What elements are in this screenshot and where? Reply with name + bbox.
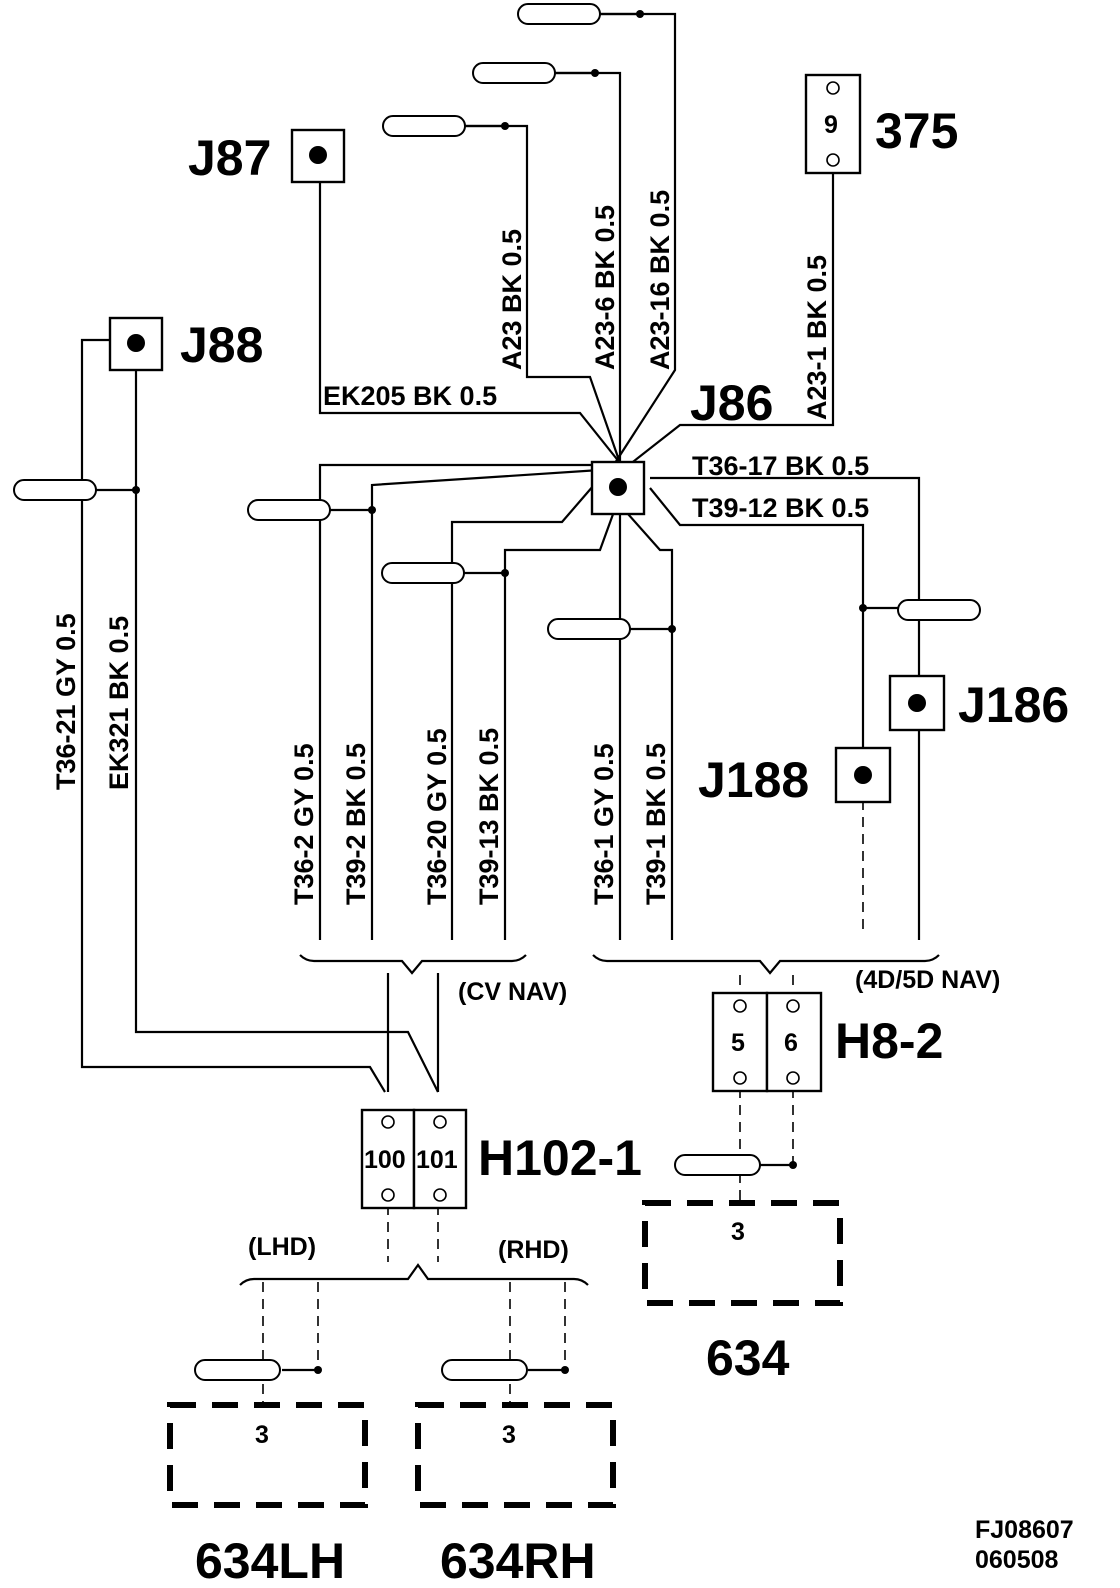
figure-ref-date: 060508 xyxy=(975,1546,1059,1574)
wires-lower xyxy=(262,1205,566,1405)
wire-a23-1 xyxy=(619,172,835,473)
wire-t39-2 xyxy=(370,468,601,940)
m634-label: 634 xyxy=(706,1330,790,1386)
m634rh-label: 634RH xyxy=(440,1533,596,1588)
ground-j88: J88 xyxy=(108,316,263,373)
note-4d5d-nav: (4D/5D NAV) xyxy=(855,966,1000,994)
wire-labels: A23 BK 0.5 A23-6 BK 0.5 A23-16 BK 0.5 A2… xyxy=(51,190,869,905)
note-cv-nav: (CV NAV) xyxy=(458,978,567,1006)
wire-label-ek205: EK205 BK 0.5 xyxy=(323,381,497,411)
wire-t39-1 xyxy=(619,504,674,940)
connector-h8-2: 5 6 H8-2 xyxy=(711,991,943,1093)
j86-label: J86 xyxy=(690,375,773,431)
ground-j188: J188 xyxy=(698,746,892,808)
wires-cv-nav xyxy=(386,973,440,1092)
j87-label: J87 xyxy=(188,130,271,186)
note-lhd: (LHD) xyxy=(248,1233,316,1261)
wire-label-t39-13: T39-13 BK 0.5 xyxy=(474,728,504,905)
brace-cv-nav xyxy=(299,954,527,975)
speaker-634: 3 634 xyxy=(642,1200,843,1386)
wire-label-t36-2: T36-2 GY 0.5 xyxy=(289,743,319,905)
m634lh-pin-label: 3 xyxy=(255,1421,269,1449)
connector-375: 9 375 xyxy=(804,73,958,175)
wire-ek205 xyxy=(318,157,621,464)
wire-label-t36-17: T36-17 BK 0.5 xyxy=(692,451,869,481)
wire-label-t39-2: T39-2 BK 0.5 xyxy=(341,743,371,905)
speaker-634rh: 3 634RH xyxy=(415,1402,616,1588)
j88-label: J88 xyxy=(180,317,263,373)
note-rhd: (RHD) xyxy=(498,1236,569,1264)
ground-j86: J86 xyxy=(590,375,773,516)
speaker-634lh: 3 634LH xyxy=(167,1402,368,1588)
wire-ek321 xyxy=(134,340,439,1093)
wire-t39-13 xyxy=(503,494,622,940)
m634lh-label: 634LH xyxy=(195,1533,345,1588)
j186-label: J186 xyxy=(958,677,1069,733)
h102-1-pin-101: 101 xyxy=(416,1146,458,1174)
wire-t36-2 xyxy=(318,463,600,940)
wire-t36-20 xyxy=(450,477,601,940)
h8-2-pin-6: 6 xyxy=(784,1029,798,1057)
brace-4d5d-nav xyxy=(592,954,940,975)
wires-upper xyxy=(318,12,921,940)
wire-label-t36-20: T36-20 GY 0.5 xyxy=(422,728,452,905)
splice-dots xyxy=(132,10,867,1374)
figure-ref-code: FJ08607 xyxy=(975,1516,1074,1544)
j188-label: J188 xyxy=(698,752,809,808)
h8-2-label: H8-2 xyxy=(835,1013,943,1069)
brace-lhd-rhd xyxy=(239,1263,589,1286)
wire-t36-17 xyxy=(650,476,921,940)
notes: (CV NAV) (4D/5D NAV) (LHD) (RHD) xyxy=(248,966,1000,1264)
wire-t39-12 xyxy=(649,487,865,775)
wire-label-t36-1: T36-1 GY 0.5 xyxy=(589,743,619,905)
h102-1-label: H102-1 xyxy=(478,1130,642,1186)
wire-label-a23: A23 BK 0.5 xyxy=(497,229,527,370)
wire-t36-21 xyxy=(80,338,386,1093)
wire-label-ek321: EK321 BK 0.5 xyxy=(104,616,134,790)
wire-label-a23-6: A23-6 BK 0.5 xyxy=(590,205,620,370)
h102-1-pin-100: 100 xyxy=(364,1146,406,1174)
braces xyxy=(239,954,940,1286)
c375-label: 375 xyxy=(875,103,958,159)
wire-label-a23-1: A23-1 BK 0.5 xyxy=(802,255,832,420)
wire-label-t39-1: T39-1 BK 0.5 xyxy=(641,743,671,905)
wire-label-t36-21: T36-21 GY 0.5 xyxy=(51,613,81,790)
ground-j186: J186 xyxy=(888,674,1069,733)
m634-pin-label: 3 xyxy=(731,1218,745,1246)
connector-h102-1: 100 101 H102-1 xyxy=(360,1108,642,1210)
ground-j87: J87 xyxy=(188,128,346,186)
wire-label-t39-12: T39-12 BK 0.5 xyxy=(692,493,869,523)
h8-2-pin-5: 5 xyxy=(731,1029,745,1057)
shields xyxy=(13,3,981,1381)
figure-reference: FJ08607 060508 xyxy=(975,1516,1074,1574)
wires-left xyxy=(80,338,439,1093)
wire-label-a23-16: A23-16 BK 0.5 xyxy=(645,190,675,370)
m634rh-pin-label: 3 xyxy=(502,1421,516,1449)
c375-pin-label: 9 xyxy=(824,111,838,139)
